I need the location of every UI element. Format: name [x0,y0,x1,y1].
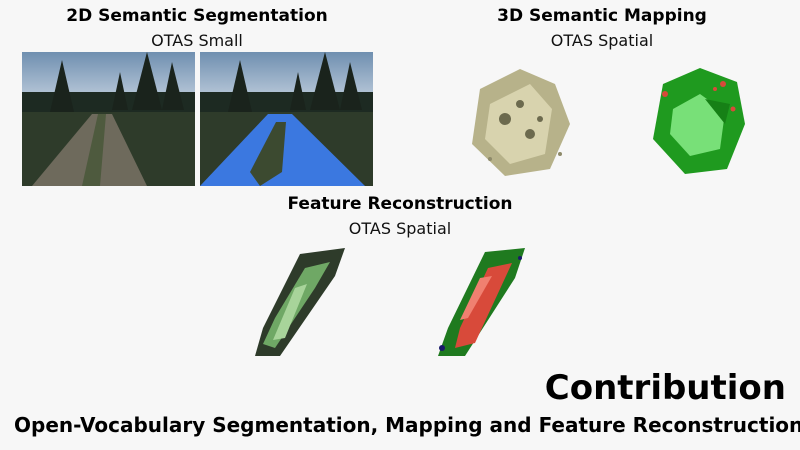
camera-image-original [22,52,195,186]
contribution-heading: Contribution [544,368,786,408]
seg2d-subtitle: OTAS Small [151,31,243,50]
reconstruction-rgb [245,248,355,360]
feature-title: Feature Reconstruction [287,194,513,214]
map3d-title: 3D Semantic Mapping [497,6,707,26]
contribution-tagline: Open-Vocabulary Segmentation, Mapping an… [14,413,800,437]
pointcloud-map-semantic [645,64,755,179]
feature-subtitle: OTAS Spatial [348,219,452,238]
reconstruction-features [430,248,530,360]
map3d-subtitle: OTAS Spatial [550,31,654,50]
pointcloud-map-rgb [460,64,580,184]
camera-image-segmented [200,52,373,186]
seg2d-title: 2D Semantic Segmentation [66,6,328,26]
